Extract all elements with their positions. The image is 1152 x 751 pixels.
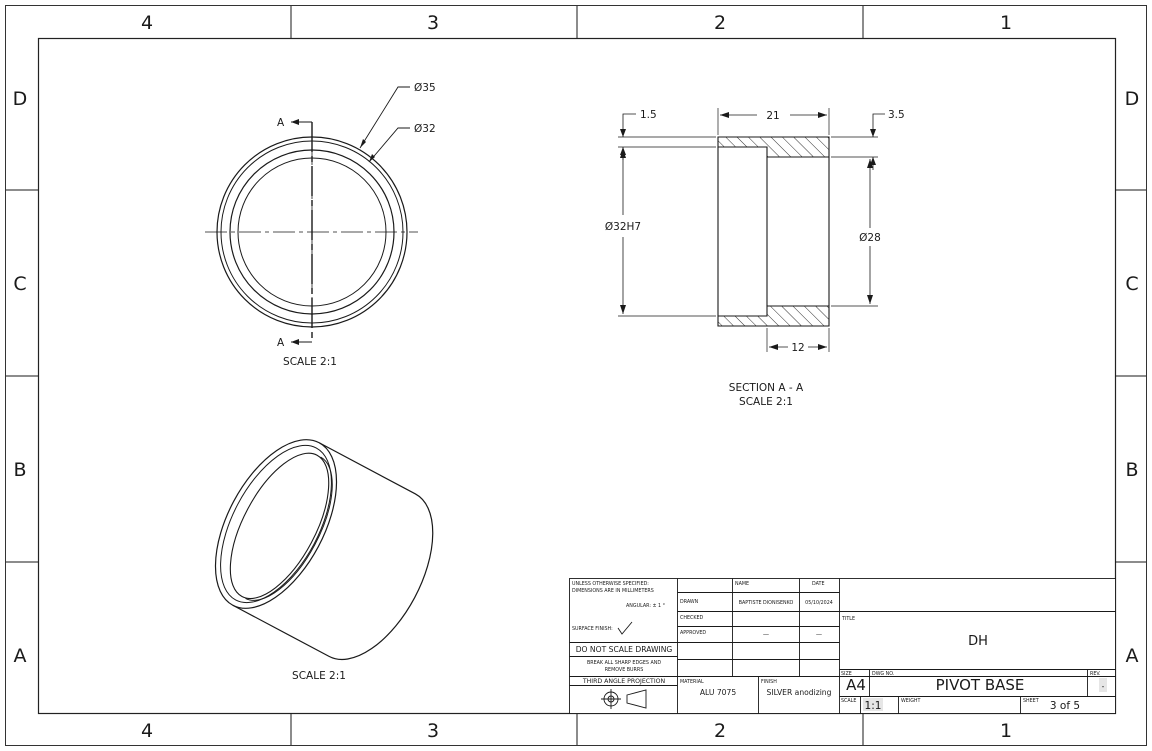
- dim-outer-diameter: Ø35: [414, 82, 436, 94]
- sheet-label: SHEET: [1023, 698, 1039, 704]
- section-view: 21 1.5 3.5 Ø32H7 Ø28 12 SECTION A - A SC…: [605, 108, 905, 408]
- iso-view: SCALE 2:1: [214, 439, 434, 682]
- third-angle-projection-icon: [601, 689, 647, 709]
- dim-step: 12: [791, 342, 804, 354]
- do-not-scale: DO NOT SCALE DRAWING: [576, 645, 673, 654]
- material-value: ALU 7075: [700, 688, 737, 697]
- iso-scale: SCALE 2:1: [292, 670, 346, 682]
- unless-note-1: UNLESS OTHERWISE SPECIFIED:: [572, 581, 649, 587]
- sheet-value: 3 of 5: [1050, 700, 1080, 712]
- scale-label: SCALE: [841, 698, 856, 704]
- rev-box: [1099, 678, 1107, 692]
- zone-row-right-b: B: [1125, 459, 1138, 481]
- surface-finish-label: SURFACE FINISH:: [572, 626, 613, 632]
- zone-row-right-c: C: [1125, 273, 1138, 295]
- scale-box: [863, 698, 883, 711]
- row-drawn: DRAWN: [680, 599, 699, 605]
- material-label: MATERIAL: [680, 679, 704, 685]
- iso-bore-front: [229, 452, 330, 600]
- scale-value: 1:1: [865, 700, 882, 712]
- approved-date: —: [816, 631, 822, 638]
- section-arrow-bottom: [291, 339, 299, 345]
- zone-row-right-d: D: [1125, 88, 1140, 110]
- zone-row-left-a: A: [14, 645, 27, 667]
- zone-row-left-d: D: [13, 88, 28, 110]
- dim-length: 21: [766, 110, 779, 122]
- leader-arrow-outer: [360, 139, 366, 148]
- dim-lip: 1.5: [640, 109, 657, 121]
- zone-row-left-c: C: [13, 273, 26, 295]
- dwg-no: PIVOT BASE: [936, 676, 1025, 694]
- title-block: UNLESS OTHERWISE SPECIFIED: DIMENSIONS A…: [569, 578, 1116, 714]
- zone-col-top-2: 2: [714, 12, 726, 34]
- section-mark-top: A: [277, 117, 285, 129]
- approved-name: —: [763, 631, 769, 638]
- col-date: DATE: [812, 581, 824, 587]
- leader-arrow-inner: [369, 154, 375, 162]
- iso-bore-back: [245, 456, 333, 601]
- zone-col-bottom-4: 4: [141, 720, 153, 742]
- dim-wall: 3.5: [888, 109, 905, 121]
- zone-row-right-a: A: [1126, 645, 1139, 667]
- zone-dividers: [6, 6, 1146, 745]
- size-label: SIZE: [841, 671, 852, 677]
- unless-note-2: DIMENSIONS ARE IN MILLIMETERS: [572, 588, 654, 594]
- section-mark-bottom: A: [277, 337, 285, 349]
- dim-bore: Ø32H7: [605, 221, 641, 233]
- col-name: NAME: [735, 581, 749, 587]
- zone-row-left-b: B: [13, 459, 26, 481]
- dim-inner-diameter: Ø32: [414, 123, 436, 135]
- zone-col-top-4: 4: [141, 12, 153, 34]
- drawn-name: BAPTISTE DIONISENKO: [739, 600, 794, 606]
- angular-tolerance: ANGULAR: ± 1 °: [626, 603, 665, 609]
- row-approved: APPROVED: [680, 630, 706, 636]
- drawing-title: DH: [968, 634, 988, 649]
- row-checked: CHECKED: [680, 615, 704, 621]
- section-arrow-top: [291, 119, 299, 125]
- title-label: TITLE: [841, 616, 855, 622]
- iso-front-rim-inner: [220, 444, 332, 604]
- rev-value: -: [1102, 682, 1105, 691]
- size-value: A4: [846, 676, 866, 694]
- break-edges-2: REMOVE BURRS: [605, 667, 644, 673]
- weight-label: WEIGHT: [901, 698, 921, 704]
- zone-col-bottom-3: 3: [427, 720, 439, 742]
- break-edges-1: BREAK ALL SHARP EDGES AND: [587, 660, 661, 666]
- rev-label: REV.: [1090, 671, 1101, 677]
- front-view: A A Ø35 Ø32 SCALE 2:1: [205, 82, 436, 368]
- finish-value: SILVER anodizing: [767, 688, 832, 697]
- zone-col-bottom-2: 2: [714, 720, 726, 742]
- zone-col-bottom-1: 1: [1000, 720, 1012, 742]
- finish-label: FINISH: [761, 679, 777, 685]
- outer-border: [5, 5, 1147, 746]
- dwg-no-label: DWG NO.: [872, 671, 894, 677]
- iso-body-outline: [232, 442, 434, 661]
- third-angle-label: THIRD ANGLE PROJECTION: [582, 678, 666, 685]
- zone-col-top-1: 1: [1000, 12, 1012, 34]
- dim-inner: Ø28: [859, 232, 881, 244]
- front-view-scale: SCALE 2:1: [283, 356, 337, 368]
- zone-col-top-3: 3: [427, 12, 439, 34]
- section-scale: SCALE 2:1: [739, 396, 793, 408]
- section-title: SECTION A - A: [729, 382, 804, 394]
- drawn-date: 05/10/2024: [805, 600, 833, 606]
- surface-finish-icon: [617, 621, 633, 635]
